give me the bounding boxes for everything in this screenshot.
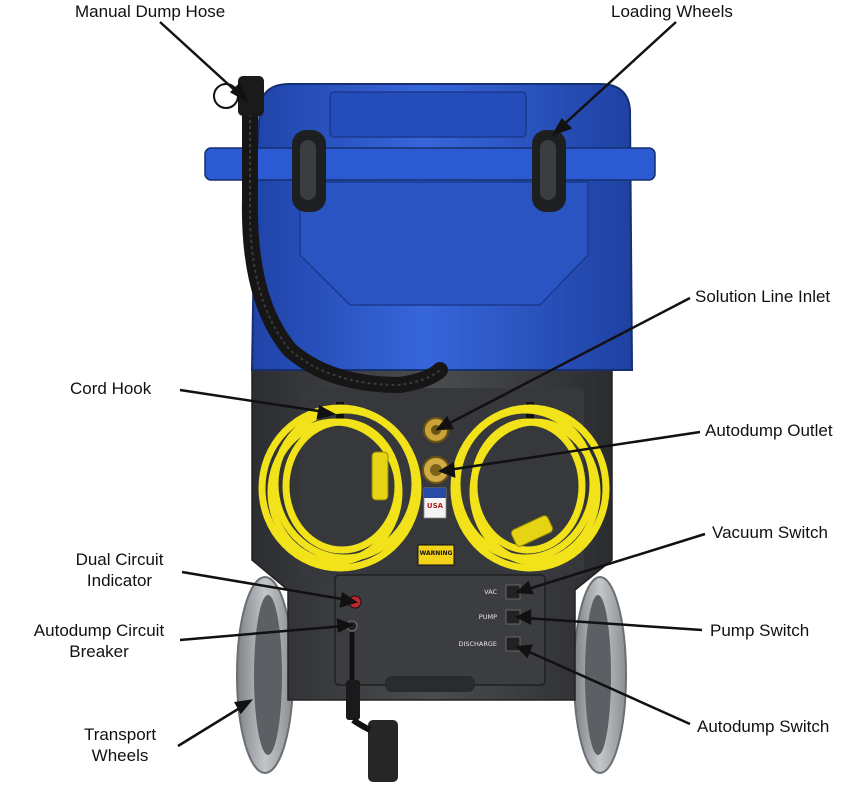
- label-transport-wheels-line1: Transport: [83, 725, 157, 744]
- label-dual-circuit-line1: Dual Circuit: [75, 550, 164, 569]
- usa-sticker-text: USA: [427, 502, 444, 510]
- label-vacuum-switch: Vacuum Switch: [712, 523, 828, 542]
- label-cord-hook: Cord Hook: [70, 379, 152, 398]
- label-dual-circuit-indicator: Dual Circuit Indicator: [62, 549, 177, 591]
- power-plug: [346, 632, 398, 782]
- pump-switch-label: PUMP: [479, 613, 497, 621]
- loading-wheel-left: [292, 130, 326, 212]
- autodump-switch[interactable]: DISCHARGE: [458, 636, 521, 652]
- autodump-outlet: [422, 456, 450, 484]
- label-pump-switch: Pump Switch: [710, 621, 810, 640]
- discharge-switch-label: DISCHARGE: [458, 640, 497, 648]
- transport-wheel-left: [236, 576, 294, 774]
- cord-plug-left: [371, 451, 389, 501]
- warning-sticker-text: WARNING: [420, 550, 453, 557]
- vac-switch-label: VAC: [484, 588, 497, 596]
- label-manual-dump-hose: Manual Dump Hose: [75, 2, 226, 21]
- power-cord-coil-left: [258, 404, 422, 572]
- label-dual-circuit-line2: Indicator: [86, 571, 153, 590]
- label-autodump-switch: Autodump Switch: [697, 717, 830, 736]
- label-transport-wheels-line2: Wheels: [91, 746, 149, 765]
- label-transport-wheels: Transport Wheels: [70, 724, 170, 766]
- leader-lines: [159, 21, 706, 748]
- transport-wheel-right: [573, 576, 627, 774]
- label-autodump-breaker-line2: Breaker: [69, 642, 129, 661]
- label-autodump-breaker-line1: Autodump Circuit: [33, 621, 165, 640]
- label-loading-wheels: Loading Wheels: [611, 2, 733, 21]
- loading-wheel-right: [532, 130, 566, 212]
- label-solution-line-inlet: Solution Line Inlet: [695, 287, 831, 306]
- cord-plug-right: [510, 515, 554, 547]
- label-autodump-circuit-breaker: Autodump Circuit Breaker: [20, 620, 178, 662]
- label-autodump-outlet: Autodump Outlet: [705, 421, 833, 440]
- power-cord-coil-right: [450, 404, 610, 572]
